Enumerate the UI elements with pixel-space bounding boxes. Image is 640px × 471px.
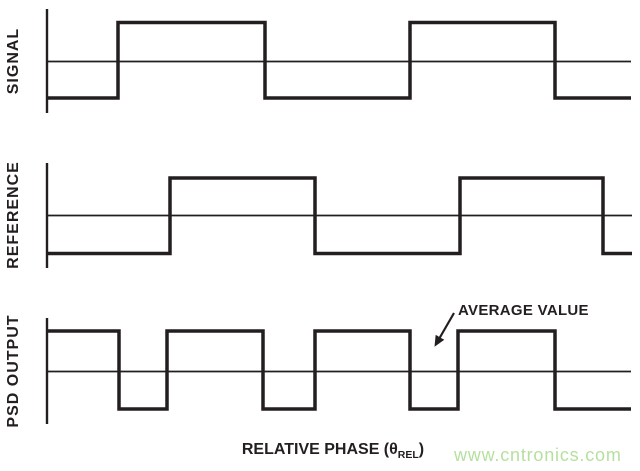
- x-axis-label: RELATIVE PHASE (θREL): [173, 441, 493, 461]
- y-axis-label-reference: REFERENCE: [5, 161, 22, 269]
- theta-subscript: REL: [397, 449, 419, 462]
- average-value-arrow: [434, 312, 455, 347]
- y-axis-label-psd-output: PSD OUTPUT: [5, 314, 22, 428]
- x-axis-label-text: RELATIVE PHASE (: [241, 441, 390, 458]
- theta-symbol: θ: [389, 441, 398, 458]
- waveform-signal: [47, 20, 631, 100]
- y-axis-label-signal: SIGNAL: [5, 27, 22, 95]
- waveform-psd-output: [47, 329, 631, 411]
- average-value-label: AVERAGE VALUE: [458, 302, 589, 319]
- x-axis-label-close: ): [418, 441, 425, 458]
- waveform-reference: [47, 176, 632, 256]
- watermark: www.cntronics.com: [454, 445, 622, 465]
